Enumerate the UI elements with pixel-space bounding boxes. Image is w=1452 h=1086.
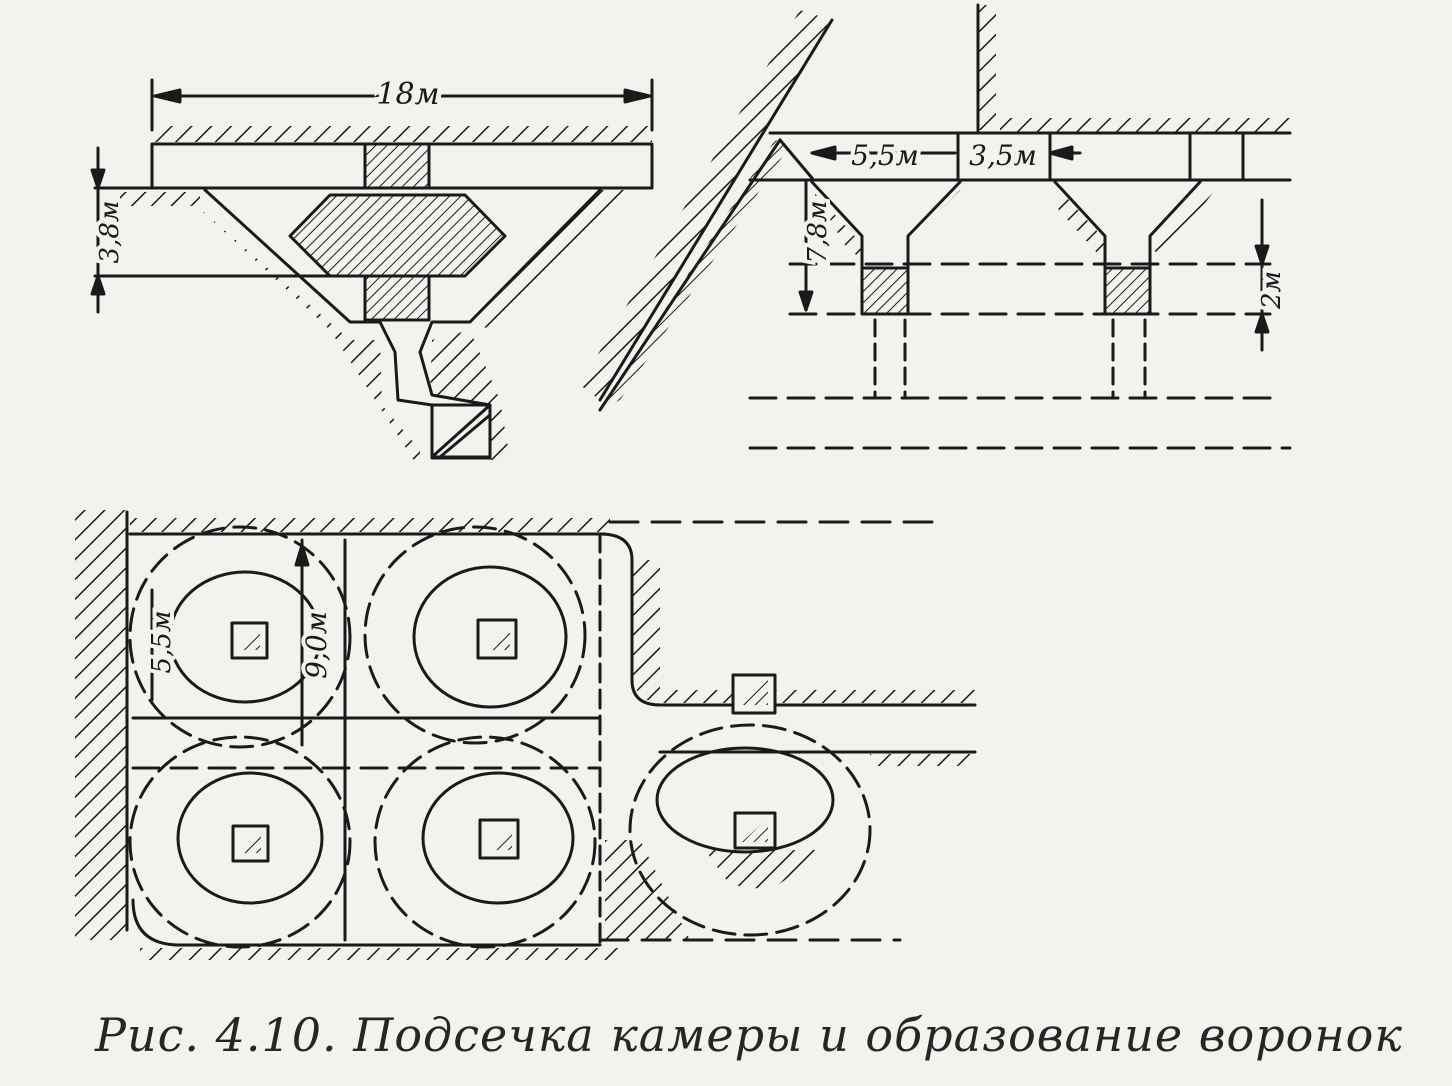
label-55m-right: 5,5м — [851, 139, 919, 172]
funnel-cell-4 — [373, 735, 597, 949]
plan-left-wall-hatch — [75, 510, 127, 940]
plan-notch-hatch — [632, 560, 975, 703]
ore-pass-box — [430, 403, 492, 459]
left-section — [90, 78, 654, 470]
label-35m: 3,5м — [969, 139, 1037, 172]
label-90m: 9,0м — [300, 611, 333, 679]
funnel-lower-right-hatch — [430, 330, 510, 460]
left-floor-hatch — [120, 192, 200, 206]
funnel-cell-3 — [128, 735, 352, 949]
shaft-hatch — [978, 5, 996, 130]
label-38m: 3,8м — [95, 201, 125, 264]
lower-drift-pillar — [363, 274, 431, 322]
plan-top-hatch — [130, 518, 610, 532]
label-18m: 18м — [376, 77, 439, 112]
ore-pillar — [288, 193, 507, 278]
hanging-wall — [580, 10, 834, 412]
plan-corner-hatch — [605, 840, 690, 940]
left-roof-hatch — [152, 126, 652, 142]
right-section — [748, 3, 1292, 450]
funnel-right-hatch — [470, 190, 640, 330]
label-78m: 7,8м — [803, 201, 833, 264]
hanging-wall-hatch — [580, 10, 832, 400]
hanging-wall-hatch-inner — [600, 140, 790, 410]
label-55m-plan: 5,5м — [147, 611, 177, 674]
funnel-cell-1 — [128, 525, 352, 749]
label-2m: 2м — [1257, 271, 1287, 310]
drift-pillar-top — [363, 142, 431, 190]
cell5-hatch — [705, 850, 830, 890]
right-roof-hatch — [1000, 118, 1290, 132]
plan-mid-hatch — [870, 754, 975, 766]
plan-bottom-hatch — [140, 948, 620, 960]
right-chute-1 — [860, 266, 910, 316]
plan-view — [75, 510, 977, 960]
funnel-cell-5 — [628, 673, 872, 937]
right-chute-2 — [1103, 266, 1152, 316]
funnel-cell-2 — [363, 525, 587, 745]
figure-caption: Рис. 4.10. Подсечка камеры и образование… — [95, 1008, 1403, 1062]
